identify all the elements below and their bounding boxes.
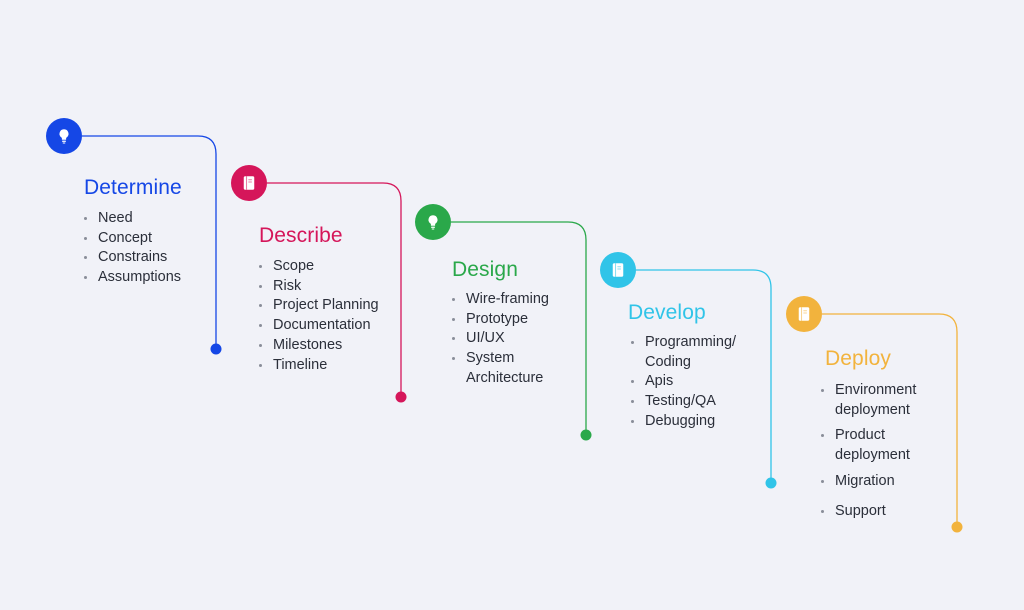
lightbulb-icon [424,213,442,231]
connector-end-dot-develop [765,477,777,489]
list-item: Need [84,209,204,229]
list-item: Project Planning [259,296,394,316]
connector-end-dot-describe [395,391,407,403]
connector-line-determine [82,135,217,349]
list-item: Wire-framing [452,290,572,310]
list-item: Support [821,502,936,522]
connector-line-describe [267,182,402,397]
list-item: UI/UX [452,329,572,349]
stage-title-describe: Describe [259,224,343,247]
list-item: Documentation [259,316,394,336]
stage-badge-develop [600,252,636,288]
stage-title-develop: Develop [628,301,706,324]
list-item: Apis [631,372,756,392]
list-item: Prototype [452,310,572,330]
list-item: Milestones [259,336,394,356]
stage-title-deploy: Deploy [825,347,891,370]
stage-badge-deploy [786,296,822,332]
list-item: Debugging [631,412,756,432]
notebook-icon [240,174,258,192]
list-item: Timeline [259,356,394,376]
connector-line-develop [636,269,772,483]
connector-end-dot-determine [210,343,222,355]
stage-title-design: Design [452,258,518,281]
list-item: Constrains [84,248,204,268]
connector-line-deploy [822,313,958,527]
stage-badge-determine [46,118,82,154]
list-item: Migration [821,472,936,492]
list-item: Testing/QA [631,392,756,412]
list-item: Programming/Coding [631,333,756,372]
list-item: Risk [259,277,394,297]
list-item: Scope [259,257,394,277]
list-item: Concept [84,229,204,249]
stage-badge-design [415,204,451,240]
notebook-icon [795,305,813,323]
list-item: Assumptions [84,268,204,288]
stage-badge-describe [231,165,267,201]
connector-end-dot-deploy [951,521,963,533]
connector-end-dot-design [580,429,592,441]
stage-title-determine: Determine [84,176,182,199]
connector-line-design [451,221,587,435]
lightbulb-icon [55,127,73,145]
notebook-icon [609,261,627,279]
